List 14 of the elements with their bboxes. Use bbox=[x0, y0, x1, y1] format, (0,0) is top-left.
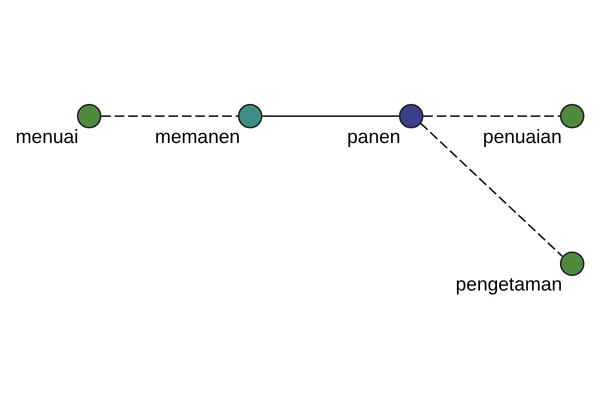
node-circle bbox=[560, 250, 584, 276]
connector bbox=[423, 114, 561, 116]
node-label: menuai bbox=[16, 126, 78, 148]
node-label: penuaian bbox=[482, 126, 562, 148]
node-circle bbox=[560, 103, 584, 128]
node-label: panen bbox=[347, 126, 400, 148]
node-circle bbox=[238, 103, 262, 128]
connector bbox=[101, 114, 239, 116]
node-label: pengetaman bbox=[456, 274, 562, 296]
node-label: memanen bbox=[154, 126, 240, 148]
node-circle bbox=[398, 103, 424, 128]
connector bbox=[420, 122, 563, 256]
connector bbox=[262, 114, 400, 116]
node-circle bbox=[76, 103, 102, 128]
